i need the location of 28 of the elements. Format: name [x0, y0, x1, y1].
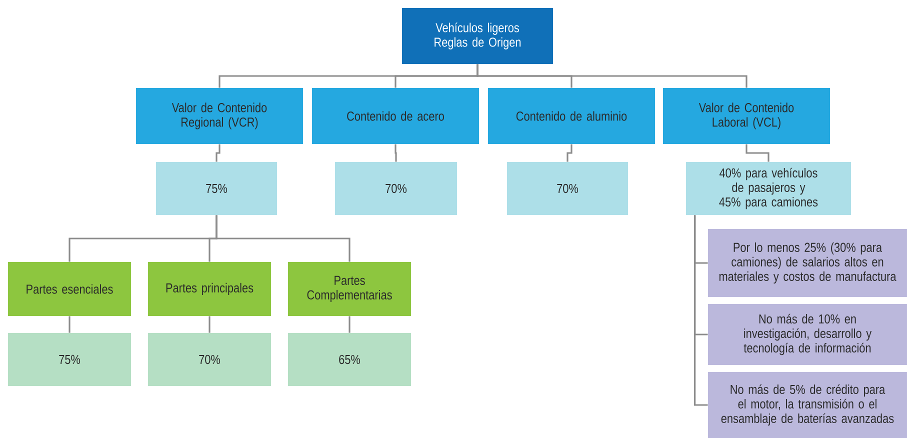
- value-box: 70%: [148, 333, 271, 386]
- connector-line: [348, 316, 350, 333]
- value-box: 75%: [8, 333, 131, 386]
- value-box: 40% para vehículos de pasajeros y 45% para camiones: [686, 162, 851, 215]
- value-box: 70%: [335, 162, 457, 215]
- requirement-box: No más de 10% en investigación, desarrollo y tecnología de información: [708, 304, 907, 365]
- category-box: Valor de Contenido Regional (VCR): [136, 88, 303, 144]
- connector-line: [68, 316, 70, 333]
- category-box: Contenido de acero: [312, 88, 479, 144]
- category-box: Valor de Contenido Laboral (VCL): [663, 88, 830, 144]
- connector-line: [208, 316, 210, 333]
- connector-line: [566, 144, 572, 162]
- requirement-box: Por lo menos 25% (30% para camiones) de salarios altos en materiales y costos de manufactura: [708, 229, 907, 297]
- value-box: 65%: [288, 333, 411, 386]
- connector-line: [216, 215, 350, 262]
- connector-line: [216, 144, 220, 162]
- category-box: Contenido de aluminio: [488, 88, 655, 144]
- requirement-box: No más de 5% de crédito para el motor, la transmisión o el ensamblaje de baterías avanzadas: [708, 372, 907, 438]
- root-box: Vehículos ligeros Reglas de Origen: [402, 8, 553, 64]
- connector-line: [694, 215, 708, 406]
- value-box: 70%: [507, 162, 628, 215]
- connector-line: [476, 64, 748, 88]
- connector-line: [746, 144, 770, 162]
- connector-line: [394, 144, 397, 162]
- parts-box: Partes principales: [148, 262, 271, 316]
- value-box: 75%: [156, 162, 277, 215]
- parts-box: Partes esenciales: [8, 262, 131, 316]
- parts-box: Partes Complementarias: [288, 262, 411, 316]
